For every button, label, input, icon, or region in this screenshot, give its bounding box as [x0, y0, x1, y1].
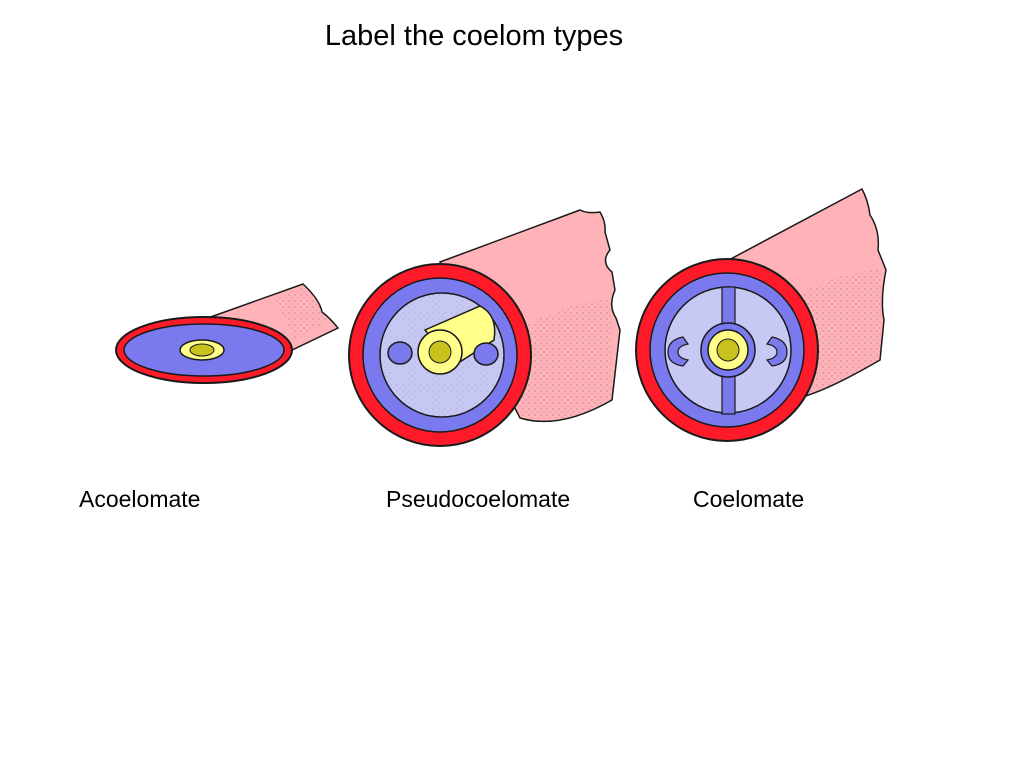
pseudocoelomate-gut-lumen [428, 340, 452, 364]
pseudocoelomate-organ-left [387, 341, 413, 365]
caption-coelomate: Coelomate [693, 486, 805, 512]
coelomate-gut-lumen [716, 338, 740, 362]
acoelomate-gut-lumen [189, 343, 215, 357]
caption-acoelomate: Acoelomate [79, 486, 201, 512]
coelomate-diagram [635, 187, 887, 442]
caption-pseudocoelomate: Pseudocoelomate [386, 486, 571, 512]
coelomate-mesentery-top [721, 286, 736, 326]
coelomate-mesentery-bottom [721, 373, 736, 415]
acoelomate-diagram [115, 283, 340, 384]
pseudocoelomate-organ-right [473, 342, 499, 366]
pseudocoelomate-diagram [348, 209, 621, 447]
coelomate-organ-right [765, 336, 788, 367]
coelomate-organ-left [667, 336, 690, 367]
slide-title: Label the coelom types [324, 20, 624, 52]
